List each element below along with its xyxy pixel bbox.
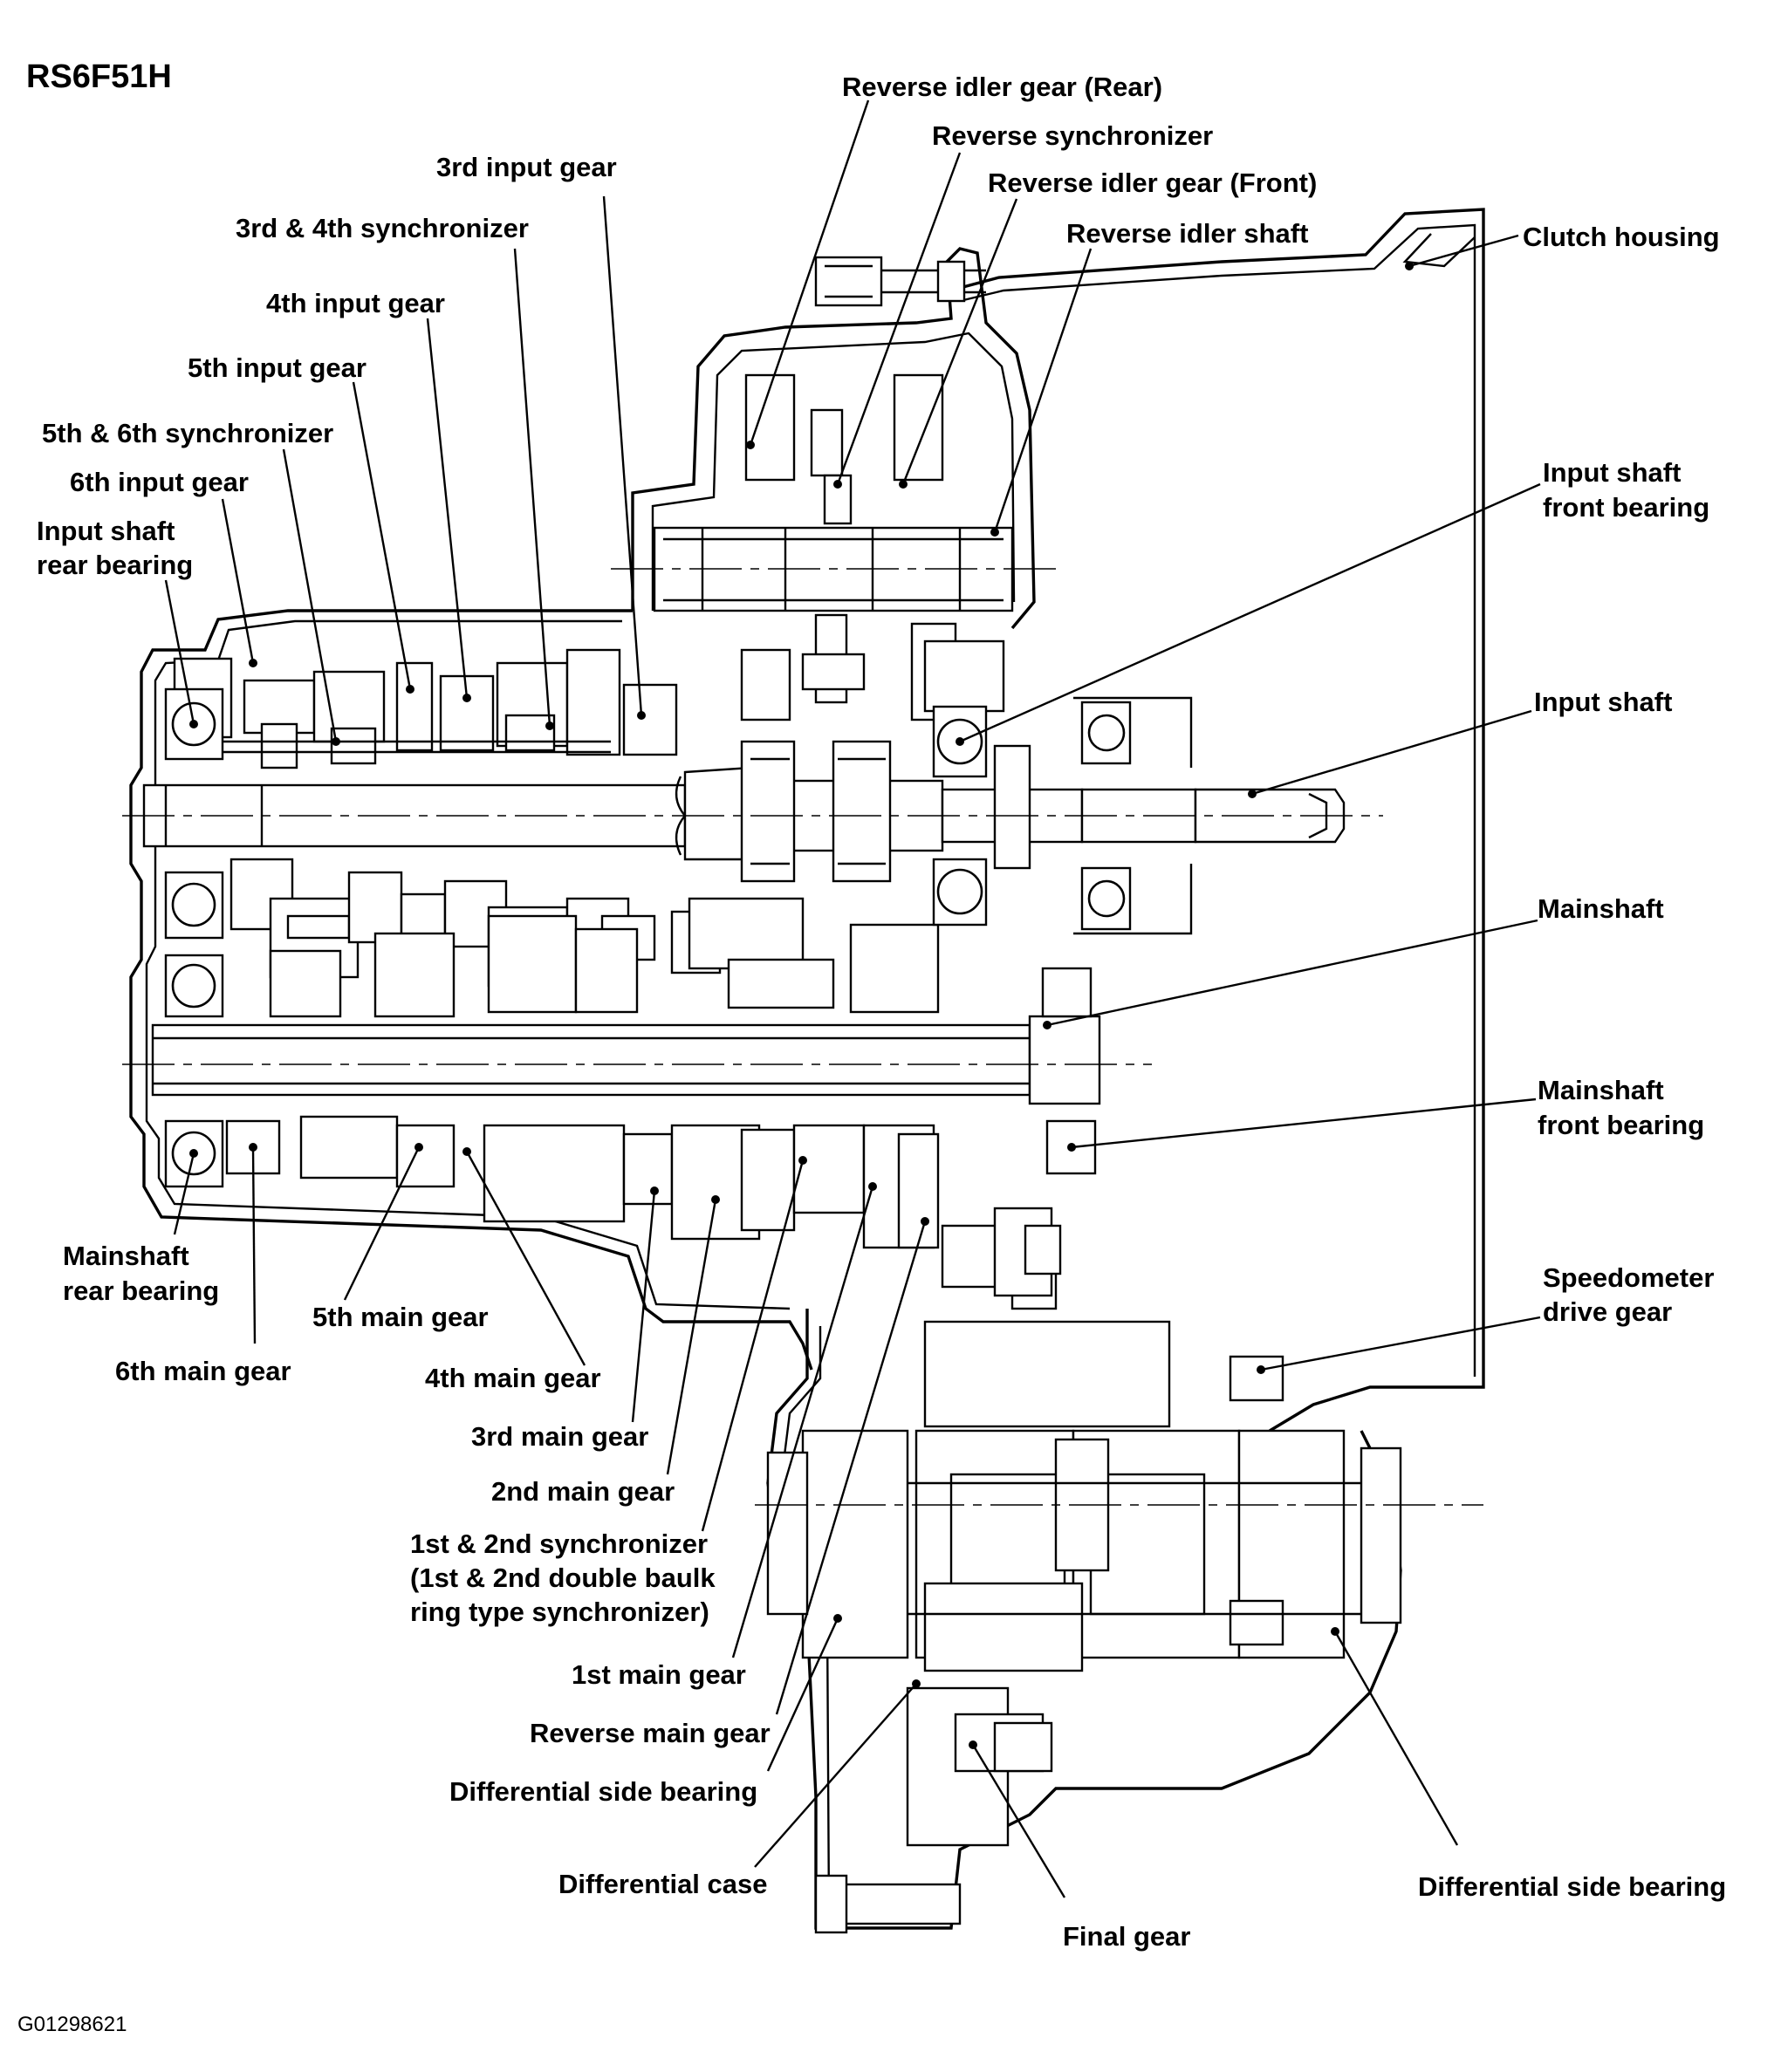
- label-1st-main-gear: 1st main gear: [572, 1659, 746, 1690]
- label-reverse-idler-shaft: Reverse idler shaft: [1066, 218, 1308, 249]
- label-input-shaft-front-bearing-1: Input shaft: [1543, 457, 1681, 488]
- diagram-title: RS6F51H: [26, 58, 172, 95]
- label-3rd-4th-synchronizer: 3rd & 4th synchronizer: [236, 213, 529, 243]
- bearings-drawing: [164, 687, 1193, 1188]
- label-3rd-input-gear: 3rd input gear: [436, 152, 617, 182]
- clutch-housing-outline: [959, 208, 1485, 1433]
- label-input-shaft-front-bearing-2: front bearing: [1543, 492, 1709, 523]
- label-differential-case: Differential case: [558, 1869, 768, 1899]
- label-mainshaft-rear-bearing-1: Mainshaft: [63, 1241, 189, 1271]
- label-5th-input-gear: 5th input gear: [188, 352, 366, 383]
- leader-lines: [164, 99, 1541, 1898]
- label-input-shaft: Input shaft: [1534, 687, 1672, 717]
- transaxle-drawing: [122, 208, 1485, 1934]
- label-6th-input-gear: 6th input gear: [70, 467, 249, 497]
- label-input-shaft-rear-bearing-2: rear bearing: [37, 550, 193, 580]
- mainshaft-drawing: [151, 897, 1101, 1310]
- label-mainshaft-rear-bearing-2: rear bearing: [63, 1275, 219, 1306]
- label-4th-main-gear: 4th main gear: [425, 1363, 601, 1393]
- reverse-gear-drawing: [653, 373, 1031, 883]
- label-reverse-main-gear: Reverse main gear: [530, 1718, 771, 1748]
- differential-drawing: [766, 1207, 1402, 1934]
- label-clutch-housing: Clutch housing: [1523, 222, 1720, 252]
- label-mainshaft: Mainshaft: [1538, 893, 1664, 924]
- label-1st-2nd-synchronizer-2: (1st & 2nd double baulk: [410, 1563, 716, 1593]
- label-input-shaft-rear-bearing-1: Input shaft: [37, 516, 175, 546]
- transmission-case-outline: [129, 609, 813, 1371]
- label-2nd-main-gear: 2nd main gear: [491, 1476, 675, 1507]
- label-reverse-idler-gear-front: Reverse idler gear (Front): [988, 168, 1317, 198]
- label-reverse-synchronizer: Reverse synchronizer: [932, 120, 1213, 151]
- label-1st-2nd-synchronizer-1: 1st & 2nd synchronizer: [410, 1528, 708, 1559]
- label-5th-main-gear: 5th main gear: [312, 1302, 489, 1332]
- label-4th-input-gear: 4th input gear: [266, 288, 445, 318]
- label-3rd-main-gear: 3rd main gear: [471, 1421, 648, 1452]
- label-differential-side-bearing-right: Differential side bearing: [1418, 1871, 1726, 1902]
- label-1st-2nd-synchronizer-3: ring type synchronizer): [410, 1597, 709, 1627]
- label-speedometer-drive-gear-1: Speedometer: [1543, 1262, 1714, 1293]
- label-final-gear: Final gear: [1063, 1921, 1190, 1952]
- label-5th-6th-synchronizer: 5th & 6th synchronizer: [42, 418, 333, 448]
- label-6th-main-gear: 6th main gear: [115, 1356, 291, 1386]
- label-differential-side-bearing-left: Differential side bearing: [449, 1776, 757, 1807]
- label-speedometer-drive-gear-2: drive gear: [1543, 1296, 1672, 1327]
- label-mainshaft-front-bearing-2: front bearing: [1538, 1110, 1704, 1140]
- label-reverse-idler-gear-rear: Reverse idler gear (Rear): [842, 72, 1162, 102]
- label-mainshaft-front-bearing-1: Mainshaft: [1538, 1075, 1664, 1105]
- center-lines: [122, 568, 1483, 1506]
- figure-code: G01298621: [17, 2013, 127, 2036]
